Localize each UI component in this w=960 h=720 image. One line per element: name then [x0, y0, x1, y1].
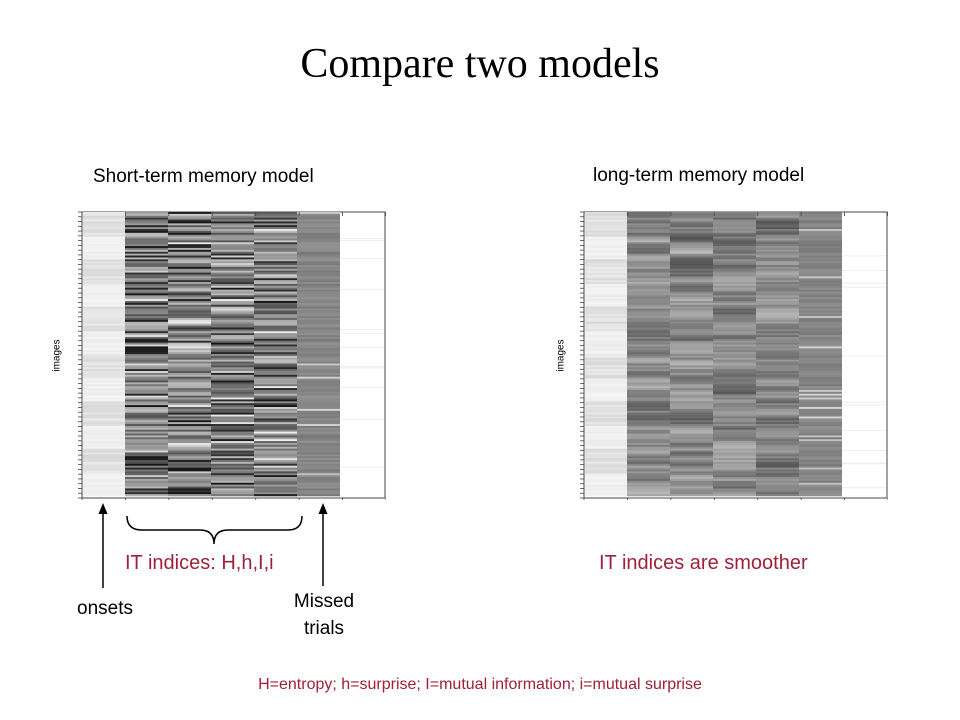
- missed-trials-label: Missed trials: [276, 588, 372, 642]
- onsets-arrow: [98, 503, 108, 588]
- right-panel-title: long-term memory model: [593, 165, 805, 186]
- slide-title: Compare two models: [300, 41, 660, 87]
- it-indices-brace: [126, 515, 303, 545]
- footer-definitions: H=entropy; h=surprise; I=mutual informat…: [258, 676, 702, 693]
- missed-trials-arrow: [318, 503, 328, 586]
- long-term-memory-matrix: [580, 211, 888, 500]
- missed-label-line1: Missed: [293, 591, 355, 612]
- missed-label-line2: trials: [303, 618, 345, 639]
- left-panel-title: Short-term memory model: [93, 166, 314, 187]
- short-term-memory-matrix: [78, 211, 386, 500]
- right-caption: IT indices are smoother: [599, 552, 808, 574]
- left-caption: IT indices: H,h,I,i: [125, 552, 274, 574]
- onsets-label: onsets: [77, 598, 133, 619]
